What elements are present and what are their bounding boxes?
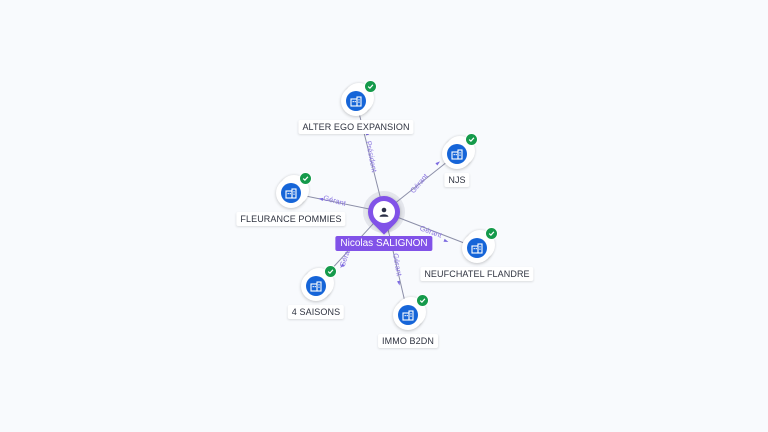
edge-role-label: Gérant [391,252,404,277]
building-icon [467,238,487,258]
edge-line-alter-ego-expansion [355,100,385,213]
verified-check-icon [299,172,312,185]
building-icon [306,276,326,296]
company-node-circle [276,172,312,208]
company-name[interactable]: NEUFCHATEL FLANDRE [420,267,534,281]
person-name[interactable]: Nicolas SALIGNON [335,236,433,251]
edge-arrow-fleurance-pommies [318,197,324,201]
edge-arrow-immo-b2dn [397,280,401,286]
company-node-circle [341,80,377,116]
company-node-circle [393,294,429,330]
company-name[interactable]: ALTER EGO EXPANSION [298,120,414,134]
building-icon [346,91,366,111]
company-name[interactable]: IMMO B2DN [378,334,438,348]
building-icon [398,305,418,325]
company-name[interactable]: NJS [444,173,470,187]
edge-line-neufchatel-flandre [383,211,478,249]
company-name[interactable]: FLEURANCE POMMIES [236,212,346,226]
building-icon [447,144,467,164]
verified-check-icon [465,133,478,146]
company-node-circle [442,133,478,169]
edge-arrow-njs [435,161,441,166]
company-node-circle [462,227,498,263]
verified-check-icon [416,294,429,307]
edge-arrow-4-saisons [340,263,345,268]
edge-arrow-neufchatel-flandre [443,238,449,242]
verified-check-icon [364,80,377,93]
company-node-circle [301,265,337,301]
edge-role-label: Président [364,140,379,174]
company-name[interactable]: 4 SAISONS [287,305,345,319]
person-icon [373,201,395,223]
edge-role-label: Gérant [322,193,347,208]
edge-role-label: Gérant [408,171,430,195]
verified-check-icon [324,265,337,278]
verified-check-icon [485,227,498,240]
building-icon [281,183,301,203]
